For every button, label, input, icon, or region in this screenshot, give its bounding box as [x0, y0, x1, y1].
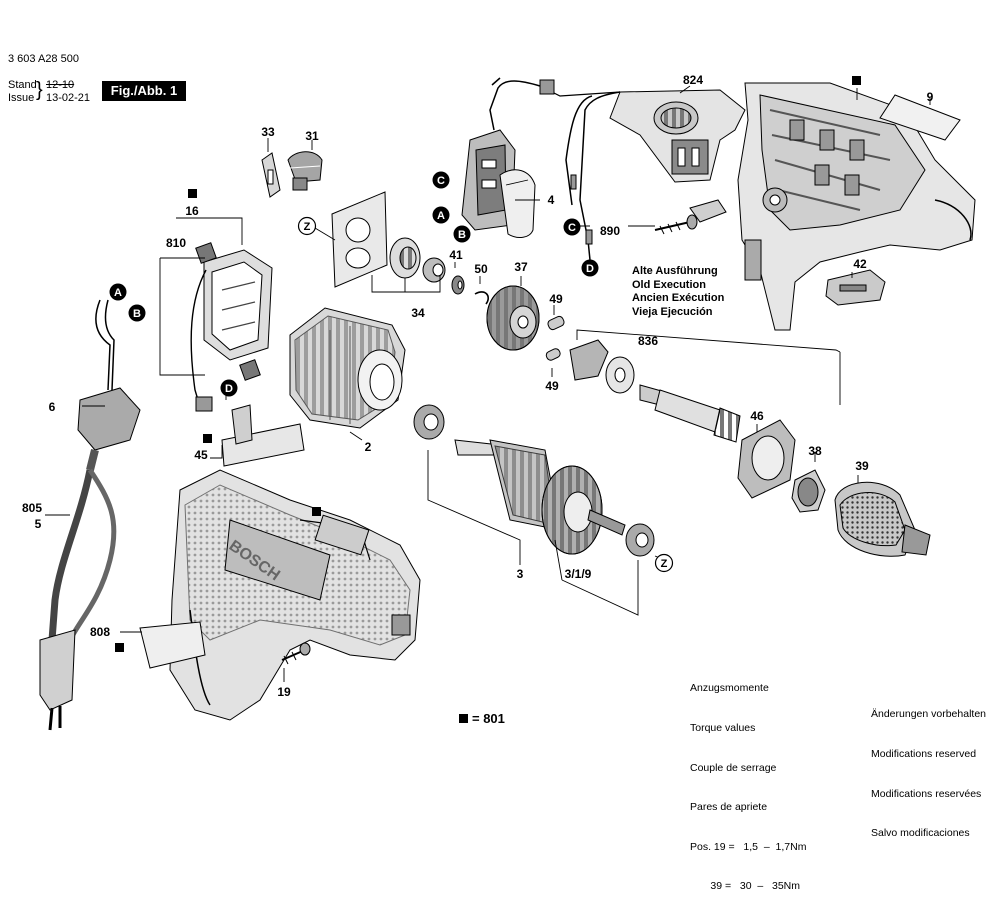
stand-label: Stand	[8, 79, 37, 91]
part-label-5: 5	[35, 517, 42, 531]
issue-label: Issue	[8, 92, 35, 104]
part-label-808: 808	[90, 625, 110, 639]
part-label-37: 37	[514, 260, 528, 274]
torque-values: Anzugsmomente Torque values Couple de se…	[690, 682, 807, 893]
spindle-836	[569, 339, 741, 443]
carbon-brush-33	[261, 152, 281, 198]
pin-49-lower	[545, 348, 561, 361]
part-label-39: 39	[855, 459, 869, 473]
part-label-3: 3	[517, 567, 524, 581]
brush-cover-31	[287, 151, 323, 191]
callout-a-switch-label: A	[437, 210, 445, 222]
bearing-41	[422, 257, 446, 283]
bearing-armature	[625, 523, 655, 557]
callout-c-control-label: C	[568, 222, 576, 234]
part-label-805: 805	[22, 501, 42, 515]
callout-z-plate	[297, 216, 317, 236]
drawing-canvas: A B C A B C D D Z Z BOSCH 824 9 33 31 16…	[22, 73, 976, 731]
part-label-9: 9	[927, 90, 934, 104]
part-label-34: 34	[411, 306, 425, 320]
callout-circles	[109, 171, 674, 573]
washer-50	[451, 275, 465, 295]
callout-c-switch-label: C	[437, 175, 445, 187]
callout-d-control	[581, 259, 599, 277]
rear-housing	[737, 82, 976, 331]
ring-38	[791, 469, 826, 513]
label-808	[139, 621, 206, 669]
callout-d-control-label: D	[586, 263, 594, 275]
armature-3	[454, 439, 626, 555]
part-label-3-1-9: 3/1/9	[565, 567, 592, 581]
callout-d-holder-label: D	[225, 383, 233, 395]
part-label-2: 2	[365, 440, 372, 454]
part-label-49-upper: 49	[549, 292, 563, 306]
bracket-45	[221, 404, 305, 467]
part-label-33: 33	[261, 125, 275, 139]
callout-c-control	[563, 218, 581, 236]
part-label-6: 6	[49, 400, 56, 414]
callout-a-cable-label: A	[114, 287, 122, 299]
pin-49-upper	[547, 315, 565, 331]
callout-a-switch	[432, 206, 450, 224]
part-label-46: 46	[750, 409, 764, 423]
screw-890	[654, 199, 727, 235]
callout-a-cable	[109, 283, 127, 301]
old-execution-note: Alte Ausführung Old Execution Ancien Exé…	[632, 265, 725, 318]
legend-801: = 801	[459, 711, 505, 726]
stand-date: 12-10	[46, 79, 75, 91]
callout-b-switch-label: B	[458, 229, 466, 241]
bracket: }	[36, 79, 43, 101]
clip-42	[825, 269, 886, 306]
part-number: 3 603 A28 500	[8, 53, 79, 65]
part-label-19: 19	[277, 685, 291, 699]
circlip	[474, 291, 490, 305]
callout-z-bearing-label: Z	[661, 558, 668, 570]
front-housing	[169, 469, 421, 721]
insulating-plate	[331, 191, 388, 288]
callout-b-switch	[453, 225, 471, 243]
part-label-16: 16	[185, 204, 199, 218]
changes-reserved: Änderungen vorbehalten Modifications res…	[871, 708, 987, 840]
gear-housing-46	[737, 419, 796, 499]
part-label-810: 810	[166, 236, 186, 250]
callout-b-cable-label: B	[133, 308, 141, 320]
bearing-stator	[413, 404, 445, 440]
field-coil-stator	[289, 307, 406, 429]
part-label-50: 50	[474, 262, 488, 276]
part-label-45: 45	[194, 448, 208, 462]
screw-19	[281, 642, 311, 665]
legend-square-icon	[459, 714, 468, 723]
part-label-4: 4	[548, 193, 555, 207]
part-label-42: 42	[853, 257, 867, 271]
switch-assembly	[461, 129, 536, 238]
part-label-41: 41	[449, 248, 463, 262]
part-label-38: 38	[808, 444, 822, 458]
callout-b-cable	[128, 304, 146, 322]
part-label-836: 836	[638, 334, 658, 348]
callout-z-bearing	[654, 553, 674, 573]
part-label-31: 31	[305, 129, 319, 143]
part-label-824: 824	[683, 73, 703, 87]
figure-label: Fig./Abb. 1	[102, 81, 186, 101]
marker-squares	[115, 76, 861, 652]
speed-control-module	[489, 77, 746, 261]
power-cable	[39, 299, 141, 731]
label-9	[879, 94, 961, 141]
callout-c-switch	[432, 171, 450, 189]
exploded-parts-diagram: 3 603 A28 500 Stand Issue } 12-10 13-02-…	[8, 53, 986, 892]
callout-d-holder	[220, 379, 238, 397]
chuck-39	[834, 481, 931, 557]
part-label-49-lower: 49	[545, 379, 559, 393]
commutator-ring	[389, 237, 421, 279]
callout-z-plate-label: Z	[304, 221, 311, 233]
leader-lines	[45, 85, 931, 682]
issue-date: 13-02-21	[46, 92, 91, 104]
gear-37	[486, 285, 540, 351]
part-label-890: 890	[600, 224, 620, 238]
